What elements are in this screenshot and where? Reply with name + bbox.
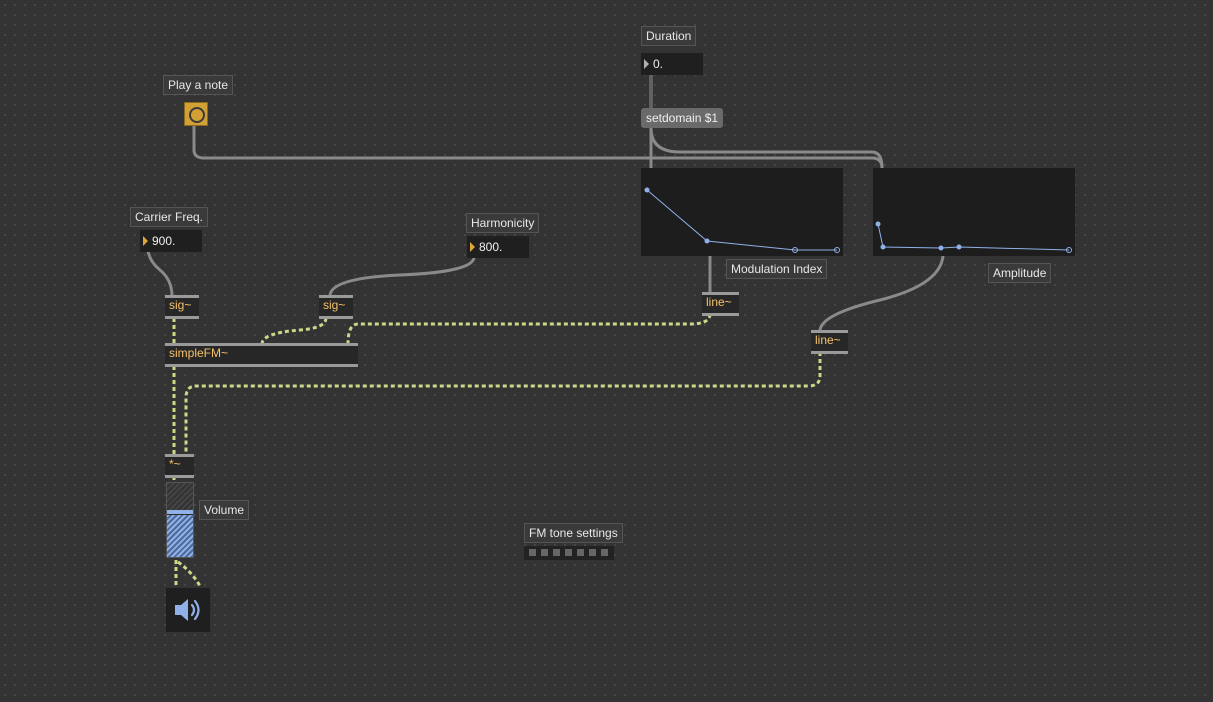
- bang-button[interactable]: [184, 102, 208, 126]
- function-amplitude-graph: [875, 221, 1072, 253]
- object-sig-carrier[interactable]: sig~: [165, 295, 199, 319]
- cord-ampfunc-to-line: [818, 254, 945, 332]
- speaker-icon: [175, 599, 200, 621]
- cord-setdomain-to-ampfunc: [649, 126, 884, 170]
- volume-slider-knob[interactable]: [167, 510, 193, 514]
- number-carrier-freq-value: 900.: [152, 234, 176, 248]
- object-sig-harmonicity[interactable]: sig~: [319, 295, 353, 319]
- volume-slider-track: [167, 483, 193, 510]
- object-times[interactable]: *~: [165, 454, 194, 478]
- number-harmonicity-value: 800.: [479, 240, 503, 254]
- function-modulation-index-graph: [644, 187, 840, 253]
- comment-volume: Volume: [199, 500, 250, 520]
- preset-slot-2[interactable]: [541, 549, 548, 556]
- preset-slot-4[interactable]: [565, 549, 572, 556]
- volume-slider[interactable]: [166, 482, 194, 558]
- number-harmonicity[interactable]: 800.: [467, 236, 529, 258]
- message-setdomain[interactable]: setdomain $1: [641, 108, 723, 128]
- object-line-amp[interactable]: line~: [811, 330, 848, 354]
- preset-slot-1[interactable]: [529, 549, 536, 556]
- function-amplitude[interactable]: [873, 168, 1075, 256]
- cord-line-to-times: [184, 352, 822, 456]
- object-simplefm[interactable]: simpleFM~: [165, 343, 358, 367]
- comment-carrier-freq: Carrier Freq.: [130, 207, 209, 227]
- cord-sig-to-simplefm-harm: [260, 317, 328, 345]
- preset-slot-5[interactable]: [577, 549, 584, 556]
- function-modulation-index[interactable]: [641, 168, 843, 256]
- dac-speaker[interactable]: [166, 588, 210, 632]
- volume-slider-fill: [167, 515, 193, 557]
- circle-icon: [189, 107, 205, 123]
- number-duration-value: 0.: [653, 57, 664, 71]
- comment-play-note: Play a note: [163, 75, 234, 95]
- cord-harmonicity-to-sig: [328, 255, 476, 298]
- number-duration[interactable]: 0.: [641, 53, 703, 75]
- comment-duration: Duration: [641, 26, 697, 46]
- preset-slot-3[interactable]: [553, 549, 560, 556]
- cord-bang-to-functions: [192, 124, 884, 170]
- cord-carrier-to-sig: [146, 249, 174, 298]
- number-carrier-freq[interactable]: 900.: [140, 230, 202, 252]
- comment-modulation-index: Modulation Index: [726, 259, 828, 279]
- preset-slot-7[interactable]: [601, 549, 608, 556]
- cord-gain-to-dac-right: [177, 560, 202, 587]
- comment-amplitude: Amplitude: [988, 263, 1052, 283]
- object-line-mod[interactable]: line~: [702, 292, 739, 316]
- preset-fm-tone-settings[interactable]: [524, 546, 614, 560]
- preset-slot-6[interactable]: [589, 549, 596, 556]
- comment-fm-tone-settings: FM tone settings: [524, 523, 623, 543]
- cord-line-to-simplefm-index: [346, 313, 712, 345]
- comment-harmonicity: Harmonicity: [466, 213, 540, 233]
